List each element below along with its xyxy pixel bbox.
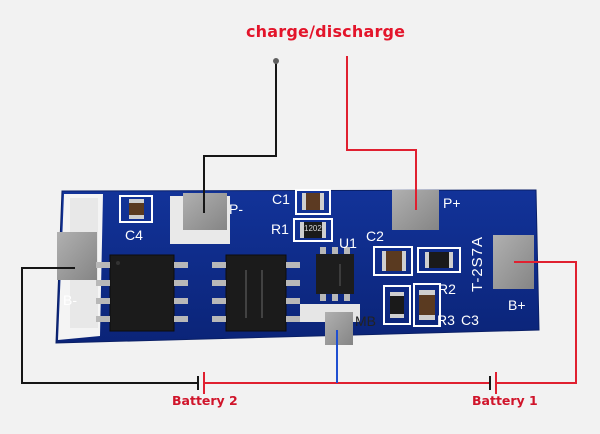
- silk-label-mb: MB: [355, 313, 376, 329]
- u1-protection-ic: [316, 247, 354, 301]
- wire-bplus: [496, 261, 577, 384]
- c4-cap-end-bottom: [129, 215, 144, 219]
- r3-end-bottom: [390, 314, 404, 318]
- mosfet-chip-left: [96, 254, 188, 332]
- c1-outline: [295, 189, 331, 215]
- wire-pplus: [346, 56, 417, 210]
- battery-2-label: Battery 2: [172, 393, 238, 408]
- c3-cap-end-bottom: [419, 315, 435, 320]
- c3-capacitor: [419, 290, 435, 320]
- c4-outline: [119, 195, 153, 223]
- silk-label-pplus: P+: [443, 195, 461, 211]
- wire-pminus-end: [273, 58, 279, 64]
- silk-label-r1: R1: [271, 221, 289, 237]
- c1-cap-end-left: [302, 193, 306, 210]
- c3-cap-end-top: [419, 290, 435, 295]
- c1-capacitor: [302, 193, 324, 210]
- r2-end-left: [425, 252, 429, 268]
- silk-label-c4: C4: [125, 227, 143, 243]
- c4-cap-end-top: [129, 199, 144, 203]
- r1-end-left: [300, 222, 304, 238]
- silk-label-c1: C1: [272, 191, 290, 207]
- c2-capacitor: [382, 251, 406, 271]
- pad-bminus: [57, 232, 97, 280]
- silk-label-r3: R3: [437, 312, 455, 328]
- c4-capacitor: [129, 199, 144, 219]
- c2-cap-end-left: [382, 251, 386, 271]
- r3-resistor: [390, 292, 404, 318]
- r2-end-right: [449, 252, 453, 268]
- r3-end-top: [390, 292, 404, 296]
- pad-mb: [325, 312, 353, 345]
- silk-label-pminus: P-: [229, 201, 243, 217]
- charge-discharge-title: charge/discharge: [246, 22, 406, 41]
- r1-outline: [293, 218, 333, 242]
- silk-label-c2: C2: [366, 228, 384, 244]
- c3-outline: [413, 283, 441, 327]
- c1-cap-end-right: [320, 193, 324, 210]
- r3-outline: [383, 285, 411, 325]
- c2-outline: [373, 246, 413, 276]
- silk-label-c3: C3: [461, 312, 479, 328]
- r1-resistor: [300, 222, 326, 238]
- silk-label-r2: R2: [438, 281, 456, 297]
- c2-cap-end-right: [402, 251, 406, 271]
- silk-label-bplus: B+: [508, 297, 526, 313]
- wire-bminus: [21, 267, 198, 384]
- battery-1-label: Battery 1: [472, 393, 538, 408]
- mosfet-chip-right: [212, 254, 300, 332]
- silk-label-u1: U1: [339, 235, 357, 251]
- r1-end-right: [322, 222, 326, 238]
- r2-resistor: [425, 252, 453, 268]
- silk-board-name: T-2S7A: [469, 235, 486, 292]
- silk-label-bminus: B-: [63, 292, 77, 308]
- r1-value-marking: 1202: [304, 224, 322, 233]
- r2-outline: [417, 247, 461, 273]
- wire-pminus: [203, 62, 277, 213]
